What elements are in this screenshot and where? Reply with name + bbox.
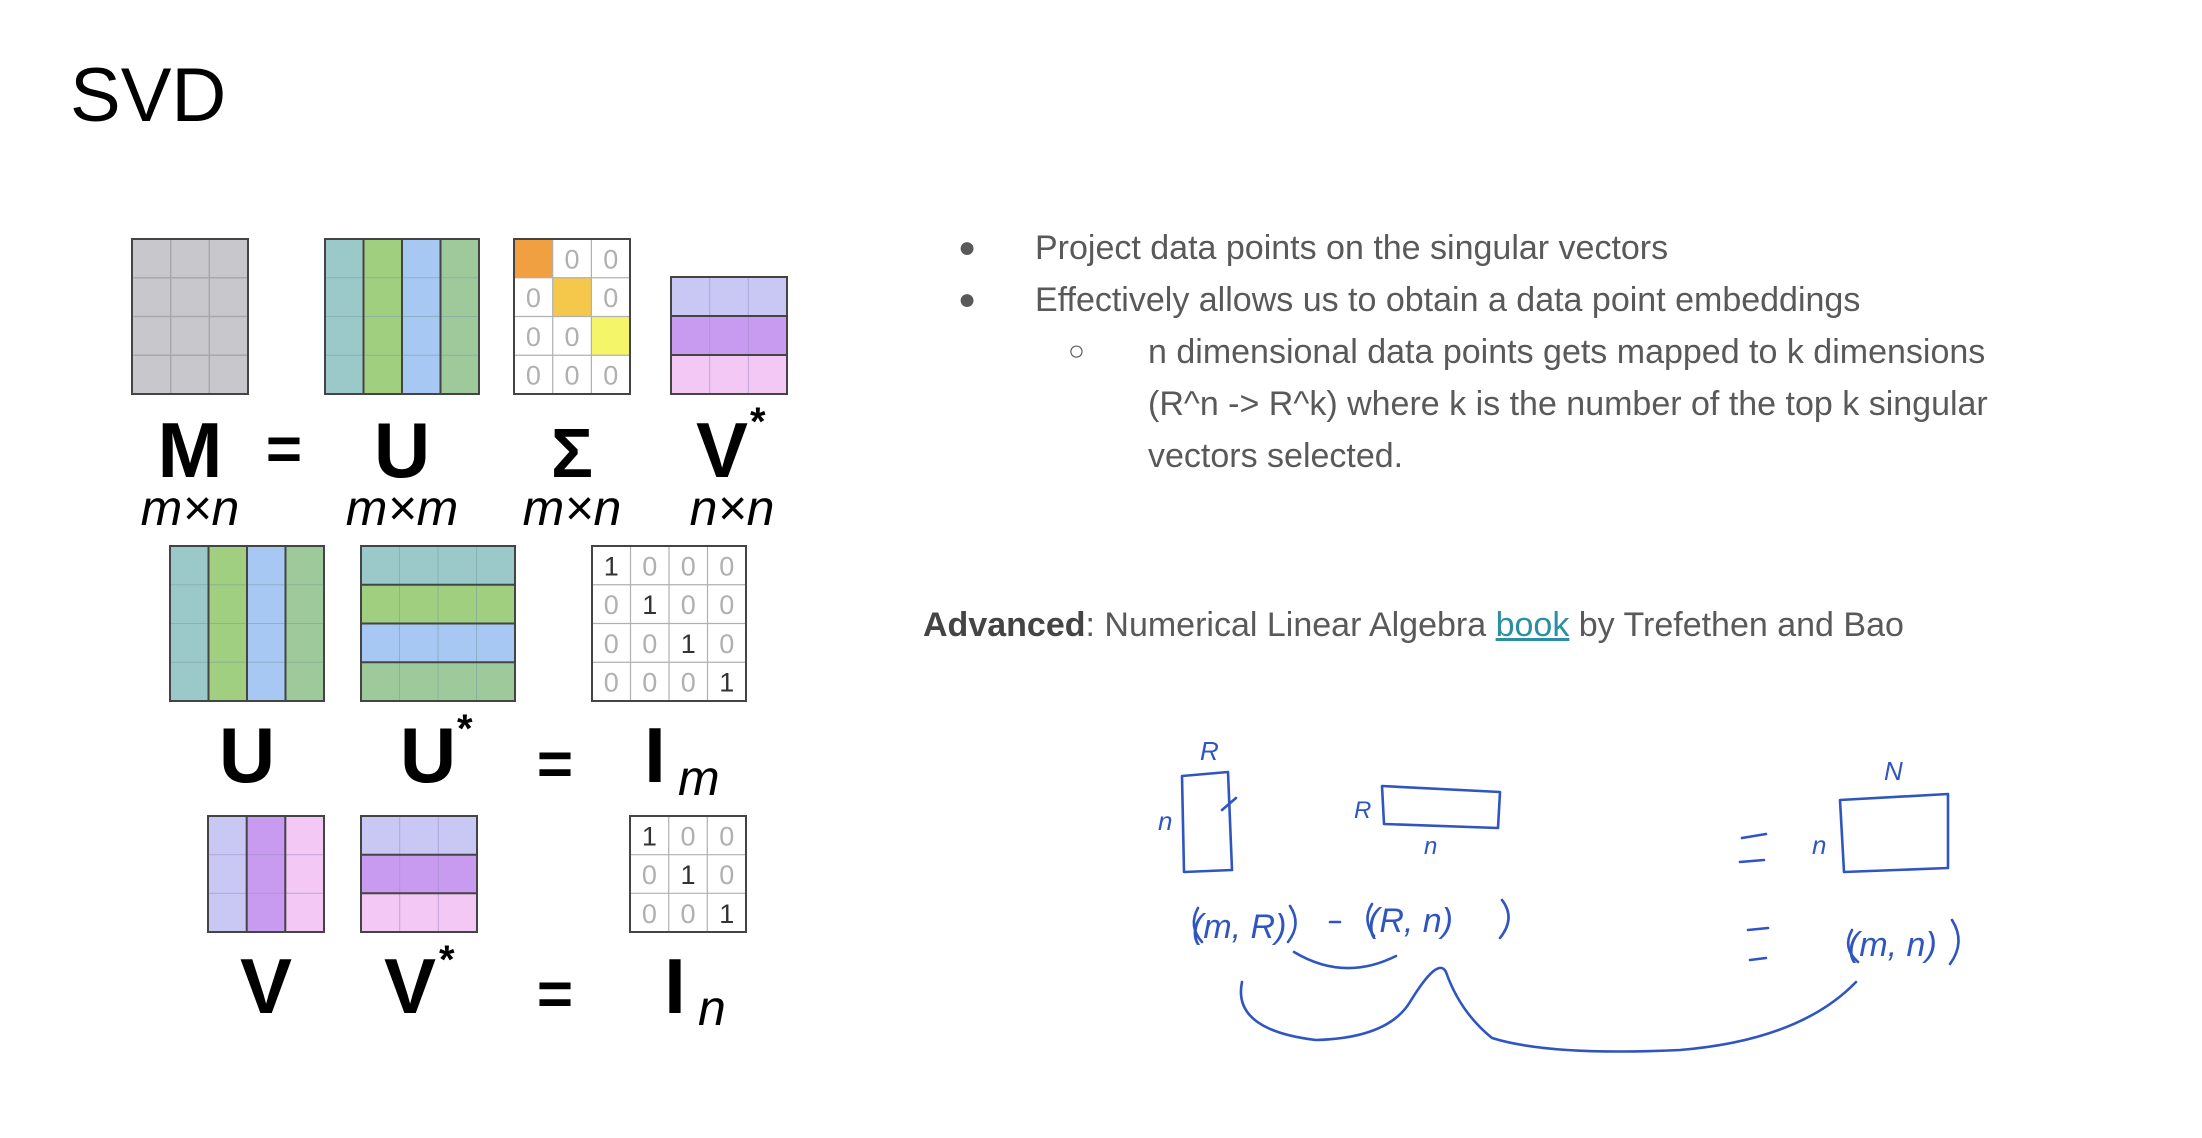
subscript-n: n — [698, 980, 726, 1036]
matrix-entry: 0 — [719, 821, 734, 851]
label-Sigma: Σ — [551, 414, 593, 492]
dim-V: n×n — [690, 480, 775, 536]
matrix-entry: 0 — [526, 361, 541, 391]
matrix-entry: 1 — [719, 899, 734, 929]
matrix-entry: 0 — [565, 244, 580, 274]
advanced-text-end: by Trefethen and Bao — [1569, 606, 1904, 644]
hand-label-R-left: R — [1200, 736, 1219, 766]
label-V-star: V — [696, 406, 748, 494]
matrix-V — [207, 815, 325, 933]
advanced-text: : Numerical Linear Algebra — [1085, 606, 1496, 644]
equals-sign-1: = — [266, 415, 302, 484]
dim-M: m×n — [141, 480, 240, 536]
hand-label-R-mid: R — [1354, 797, 1371, 824]
matrix-entry: 1 — [719, 668, 734, 698]
bullet-dot-icon: ● — [958, 283, 977, 316]
bullet-text: Effectively allows us to obtain a data p… — [1035, 281, 1861, 319]
book-link[interactable]: book — [1495, 606, 1570, 644]
matrix-entry: 0 — [526, 283, 541, 313]
sketch-rect-middle — [1380, 784, 1502, 830]
matrix-entry: 1 — [642, 590, 657, 620]
matrix-entry: 0 — [719, 629, 734, 659]
matrix-V-star-row3 — [360, 815, 478, 933]
hand-label-n-mid: n — [1424, 833, 1437, 860]
bullet-list: ● Project data points on the singular ve… — [950, 222, 2120, 482]
matrix-entry: 0 — [603, 244, 618, 274]
hollow-bullet-icon: ○ — [1068, 335, 1085, 366]
bullet-text: Project data points on the singular vect… — [1035, 229, 1669, 267]
label-U-row2: U — [219, 711, 275, 799]
matrix-entry: 0 — [603, 283, 618, 313]
sketch-rect-left — [1180, 770, 1234, 874]
sub-bullet-line: n dimensional data points gets mapped to… — [1148, 333, 1986, 371]
matrix-entry: 0 — [719, 551, 734, 581]
matrix-entry: 0 — [681, 899, 696, 929]
hand-label-n-right: n — [1812, 830, 1826, 860]
matrix-V-star — [670, 276, 788, 395]
dim-U: m×m — [346, 480, 459, 536]
advanced-reference: Advanced: Numerical Linear Algebra book … — [923, 606, 1904, 645]
star-V: * — [750, 400, 766, 444]
dim-Sigma: m×n — [523, 480, 622, 536]
label-U-star-row2: U — [400, 711, 456, 799]
matrix-entry: 0 — [681, 590, 696, 620]
hand-shape-result: (m, n) — [1848, 926, 1937, 964]
matrix-M — [131, 238, 249, 395]
hand-shape-mid: (R, n) — [1368, 902, 1453, 940]
label-U: U — [374, 406, 430, 494]
matrix-entry: 1 — [681, 629, 696, 659]
sub-bullet-line: vectors selected. — [1148, 437, 1404, 475]
matrix-entry: 0 — [642, 899, 657, 929]
bullet-dot-icon: ● — [958, 231, 977, 264]
matrix-entry: 0 — [642, 629, 657, 659]
matrix-entry: 0 — [604, 668, 619, 698]
matrix-entry: 0 — [642, 668, 657, 698]
hand-label-n-left: n — [1158, 806, 1172, 836]
matrix-entry: 0 — [681, 668, 696, 698]
matrix-entry: 0 — [604, 629, 619, 659]
label-V-star-row3: V — [384, 942, 436, 1030]
matrix-entry: 0 — [681, 821, 696, 851]
star-U: * — [457, 707, 473, 751]
bullet-item: ● Effectively allows us to obtain a data… — [950, 274, 2120, 326]
matrix-entry: 0 — [565, 322, 580, 352]
matrix-entry: 0 — [526, 322, 541, 352]
subscript-m: m — [678, 750, 720, 806]
matrix-U-star — [360, 545, 516, 702]
matrix-entry: 0 — [642, 551, 657, 581]
sketch-rect-right — [1838, 792, 1950, 874]
label-M: M — [158, 406, 223, 494]
handwritten-sketch: R n R n N n (m, R) (R, n) (m, n) — [1158, 736, 1960, 1053]
matrix-entry: 0 — [603, 361, 618, 391]
matrix-entry: 0 — [642, 860, 657, 890]
bullet-item: ● Project data points on the singular ve… — [950, 222, 2120, 274]
sketch-curve — [1239, 966, 1858, 1053]
equals-sign-3: = — [537, 960, 573, 1029]
equals-sign-2: = — [537, 730, 573, 799]
hand-shape-left: (m, R) — [1192, 908, 1286, 946]
matrix-entry: 0 — [604, 590, 619, 620]
matrix-U-row2 — [169, 545, 325, 702]
matrix-entry: 0 — [681, 551, 696, 581]
slide-title: SVD — [70, 53, 227, 138]
sub-bullet-line: (R^n -> R^k) where k is the number of th… — [1148, 385, 1988, 423]
label-I-m: I — [644, 711, 666, 799]
advanced-label: Advanced — [923, 606, 1086, 644]
star-V-row3: * — [439, 938, 455, 982]
label-I-n: I — [664, 942, 686, 1030]
matrix-entry: 0 — [565, 361, 580, 391]
matrix-U — [324, 238, 480, 395]
label-V-row3: V — [240, 942, 292, 1030]
matrix-entry: 0 — [719, 590, 734, 620]
sub-bullet-item: ○ n dimensional data points gets mapped … — [950, 326, 2120, 482]
matrix-entry: 1 — [604, 551, 619, 581]
matrix-entry: 1 — [681, 860, 696, 890]
hand-label-N-right: N — [1884, 756, 1903, 786]
matrix-entry: 1 — [642, 821, 657, 851]
matrix-entry: 0 — [719, 860, 734, 890]
